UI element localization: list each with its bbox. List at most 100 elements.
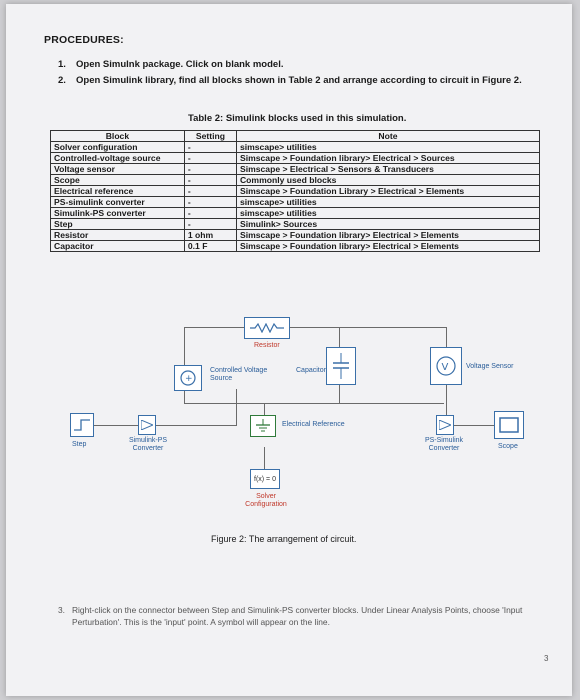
cell-block: PS-simulink converter xyxy=(50,196,185,208)
circuit-diagram: Resistor + Controlled Voltage Source Cap… xyxy=(64,287,544,527)
cell-block: Scope xyxy=(50,174,185,186)
cell-setting: - xyxy=(183,174,237,186)
cell-setting: 0.1 F xyxy=(183,240,237,252)
cell-note: Commonly used blocks xyxy=(235,174,541,186)
table-row: PS-simulink converter-simscape> utilitie… xyxy=(50,196,541,208)
wire xyxy=(446,327,447,347)
table-row: Step-Simulink> Sources xyxy=(50,218,541,230)
cell-setting: 1 ohm xyxy=(183,229,237,241)
header-setting: Setting xyxy=(183,130,237,142)
voltage-sensor-label: Voltage Sensor xyxy=(466,363,514,370)
table-row: Controlled-voltage source-Simscape > Fou… xyxy=(50,152,541,164)
voltage-source-icon: + xyxy=(180,370,196,386)
cell-setting: - xyxy=(183,152,237,164)
svg-text:+: + xyxy=(185,374,193,384)
converter-arrow-icon xyxy=(439,420,451,430)
converter-arrow-icon xyxy=(141,420,153,430)
document-page: PROCEDURES: 1. Open Simulnk package. Cli… xyxy=(6,4,572,696)
wire xyxy=(446,403,447,415)
capacitor-icon xyxy=(333,353,349,379)
simulink-ps-converter-block xyxy=(138,415,156,435)
scope-label: Scope xyxy=(498,443,518,450)
cell-note: Simscape > Foundation library> Electrica… xyxy=(235,229,541,241)
header-note: Note xyxy=(235,130,541,142)
wire xyxy=(446,385,447,403)
figure-caption: Figure 2: The arrangement of circuit. xyxy=(211,534,357,544)
cell-note: simscape> utilities xyxy=(235,196,541,208)
voltage-source-label: Controlled Voltage Source xyxy=(210,367,268,382)
table-row: Voltage sensor-Simscape > Electrical > S… xyxy=(50,163,541,175)
svg-text:V: V xyxy=(442,362,449,373)
scope-icon xyxy=(499,417,519,433)
cell-block: Step xyxy=(50,218,185,230)
cell-block: Controlled-voltage source xyxy=(50,152,185,164)
electrical-reference-block xyxy=(250,415,276,437)
cell-note: simscape> utilities xyxy=(235,207,541,219)
cell-setting: - xyxy=(183,141,237,153)
step-text: Open Simulink library, find all blocks s… xyxy=(76,75,522,86)
capacitor-label: Capacitor xyxy=(296,367,326,374)
step-text: Right-click on the connector between Ste… xyxy=(72,605,523,627)
ps-simulink-converter-block xyxy=(436,415,454,435)
table-row: Scope-Commonly used blocks xyxy=(50,174,541,186)
step-3-paragraph: 3. Right-click on the connector between … xyxy=(58,604,534,628)
cell-block: Simulink-PS converter xyxy=(50,207,185,219)
wire xyxy=(93,425,138,426)
table-row: Solver configuration-simscape> utilities xyxy=(50,141,541,153)
wire xyxy=(184,403,444,404)
wire xyxy=(184,327,446,328)
cell-note: Simscape > Electrical > Sensors & Transd… xyxy=(235,163,541,175)
cell-setting: - xyxy=(183,185,237,197)
step-text: Open Simulnk package. Click on blank mod… xyxy=(76,59,284,70)
step-item: 2. Open Simulink library, find all block… xyxy=(58,75,538,87)
cell-setting: - xyxy=(183,218,237,230)
step-item: 1. Open Simulnk package. Click on blank … xyxy=(58,59,538,71)
resistor-icon xyxy=(250,323,284,333)
table-caption: Table 2: Simulink blocks used in this si… xyxy=(188,113,407,124)
step-label: Step xyxy=(72,441,87,448)
capacitor-block xyxy=(326,347,356,385)
solver-fx-text: f(x) = 0 xyxy=(254,475,276,483)
cell-note: Simscape > Foundation library> Electrica… xyxy=(235,152,541,164)
cell-block: Electrical reference xyxy=(50,185,185,197)
steps-list: 1. Open Simulnk package. Click on blank … xyxy=(58,59,538,91)
wire xyxy=(156,425,236,426)
procedures-heading: PROCEDURES: xyxy=(44,34,124,46)
cell-block: Capacitor xyxy=(50,240,185,252)
header-block: Block xyxy=(50,130,185,142)
solver-configuration-block: f(x) = 0 xyxy=(250,469,280,489)
wire xyxy=(264,447,265,469)
resistor-label: Resistor xyxy=(254,342,280,349)
wire xyxy=(184,327,185,365)
cell-block: Solver configuration xyxy=(50,141,185,153)
step-number: 1. xyxy=(58,59,66,70)
step-number: 3. xyxy=(58,605,65,615)
step-block xyxy=(70,413,94,437)
table-header-row: Block Setting Note xyxy=(50,130,541,142)
cell-block: Voltage sensor xyxy=(50,163,185,175)
cell-note: Simscape > Foundation library> Electrica… xyxy=(235,240,541,252)
ps-simulink-label: PS-Simulink Converter xyxy=(424,437,464,452)
wire xyxy=(454,425,494,426)
wire xyxy=(236,389,237,426)
ground-icon xyxy=(256,419,270,432)
wire xyxy=(264,403,265,425)
cell-setting: - xyxy=(183,163,237,175)
cell-note: Simulink> Sources xyxy=(235,218,541,230)
table-row: Simulink-PS converter-simscape> utilitie… xyxy=(50,207,541,219)
scope-block xyxy=(494,411,524,439)
electrical-reference-label: Electrical Reference xyxy=(282,421,345,428)
wire xyxy=(184,389,185,403)
voltmeter-icon: V xyxy=(436,356,456,376)
voltage-sensor-block: V xyxy=(430,347,462,385)
step-icon xyxy=(74,419,90,431)
cell-note: Simscape > Foundation Library > Electric… xyxy=(235,185,541,197)
cell-note: simscape> utilities xyxy=(235,141,541,153)
controlled-voltage-source-block: + xyxy=(174,365,202,391)
cell-setting: - xyxy=(183,196,237,208)
cell-setting: - xyxy=(183,207,237,219)
cell-block: Resistor xyxy=(50,229,185,241)
wire xyxy=(339,327,340,347)
resistor-block xyxy=(244,317,290,339)
